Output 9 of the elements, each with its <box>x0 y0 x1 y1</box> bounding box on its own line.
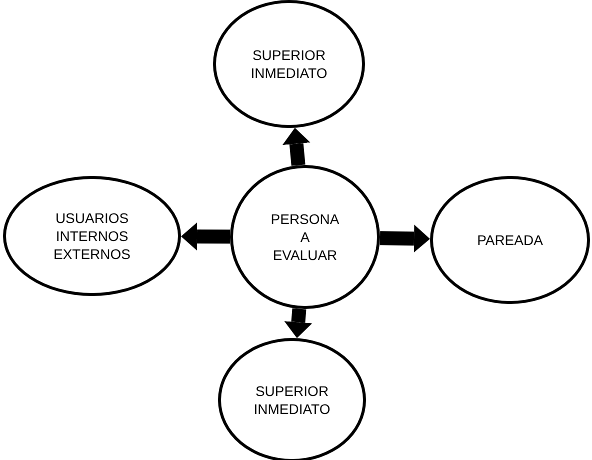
block-arrow <box>181 222 230 250</box>
node-label: SUPERIOR INMEDIATO <box>252 382 332 418</box>
node-label: USUARIOS INTERNOS EXTERNOS <box>52 208 132 264</box>
block-arrow <box>284 308 312 338</box>
node-label: SUPERIOR INMEDIATO <box>250 46 328 82</box>
block-arrow <box>380 224 430 253</box>
node-label: PAREADA <box>477 230 543 250</box>
block-arrow <box>282 128 310 166</box>
node-label: PERSONA A EVALUAR <box>270 210 340 264</box>
